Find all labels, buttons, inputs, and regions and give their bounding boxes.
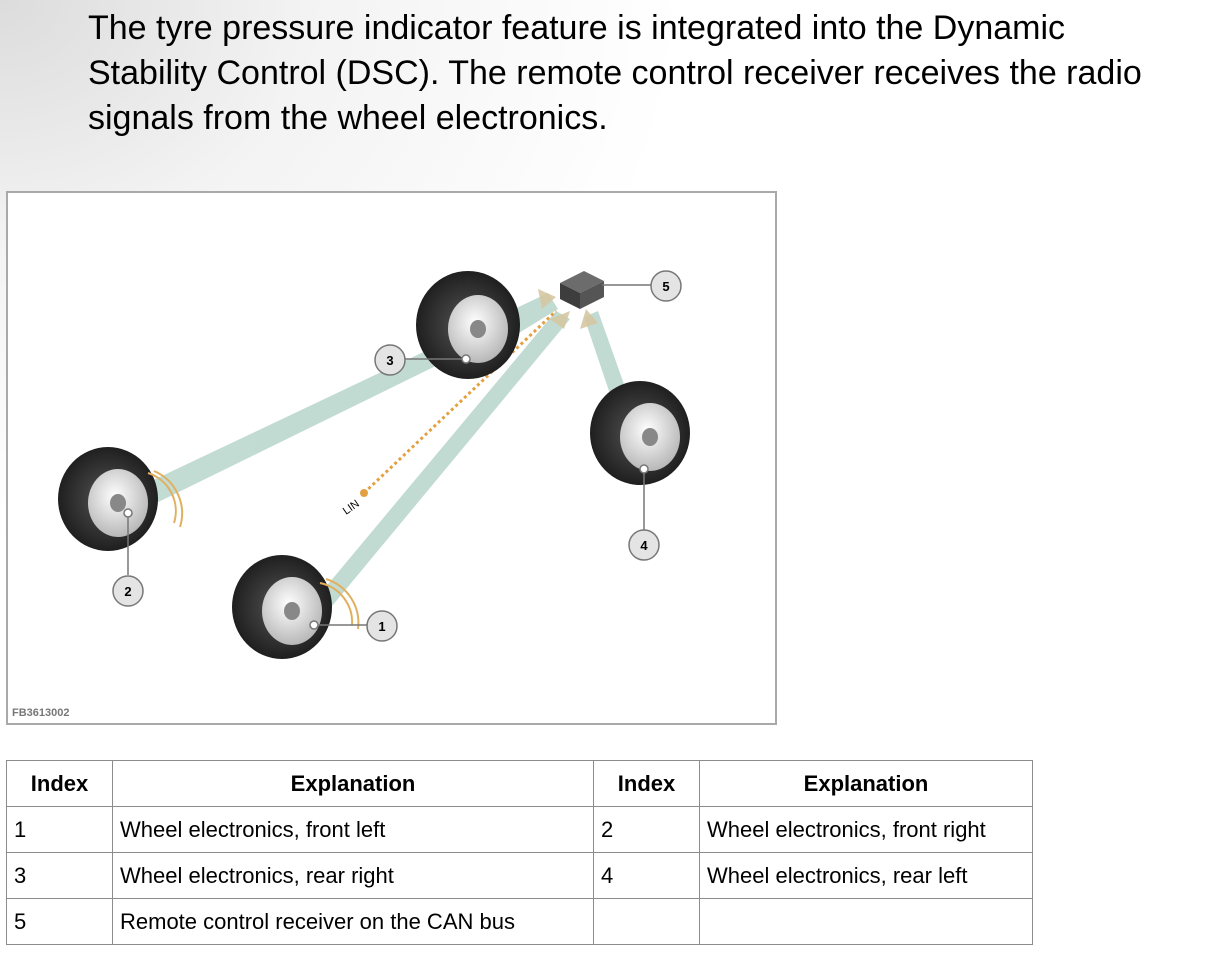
wheel-rear-left: [590, 381, 690, 485]
table-cell: 2: [593, 806, 700, 853]
table-cell: Wheel electronics, front right: [699, 806, 1033, 853]
table-cell: Wheel electronics, rear right: [112, 852, 594, 899]
lin-label: LIN: [341, 498, 362, 518]
wheel-rear-right: [416, 271, 520, 379]
wheel-front-right: [58, 447, 183, 551]
table-cell: Wheel electronics, rear left: [699, 852, 1033, 899]
table-cell: [699, 898, 1033, 945]
intro-paragraph: The tyre pressure indicator feature is i…: [88, 9, 1142, 137]
header-explanation-1: Explanation: [112, 760, 594, 807]
legend-table: Index Explanation Index Explanation 1 Wh…: [6, 760, 1033, 945]
callout-1: 1: [366, 610, 398, 642]
table-row: 1 Wheel electronics, front left 2 Wheel …: [6, 806, 1033, 853]
table-cell: Wheel electronics, front left: [112, 806, 594, 853]
callout-3: 3: [374, 344, 406, 376]
table-row: 3 Wheel electronics, rear right 4 Wheel …: [6, 852, 1033, 899]
system-diagram: LIN: [6, 191, 777, 725]
table-cell: 3: [6, 852, 113, 899]
beam-arrowheads: [538, 289, 598, 329]
header-index-1: Index: [6, 760, 113, 807]
table-header-row: Index Explanation Index Explanation: [6, 760, 1033, 807]
remote-control-receiver: [560, 271, 604, 309]
callout-4: 4: [628, 529, 660, 561]
table-cell: 1: [6, 806, 113, 853]
table-cell: [593, 898, 700, 945]
svg-text:4: 4: [640, 538, 648, 553]
header-explanation-2: Explanation: [699, 760, 1033, 807]
figure-code: FB3613002: [12, 707, 70, 719]
callout-5: 5: [650, 270, 682, 302]
svg-text:5: 5: [662, 279, 669, 294]
svg-text:3: 3: [386, 353, 393, 368]
header-index-2: Index: [593, 760, 700, 807]
table-cell: 5: [6, 898, 113, 945]
callout-2: 2: [112, 575, 144, 607]
svg-text:1: 1: [378, 619, 385, 634]
table-row: 5 Remote control receiver on the CAN bus: [6, 898, 1033, 945]
lin-line: [362, 309, 558, 495]
wheel-front-left: [232, 555, 360, 659]
signal-beams: [126, 293, 652, 623]
table-cell: Remote control receiver on the CAN bus: [112, 898, 594, 945]
table-cell: 4: [593, 852, 700, 899]
callout-leaders: [123, 284, 652, 630]
svg-text:2: 2: [124, 584, 131, 599]
diagram-illustration: LIN: [58, 270, 690, 659]
